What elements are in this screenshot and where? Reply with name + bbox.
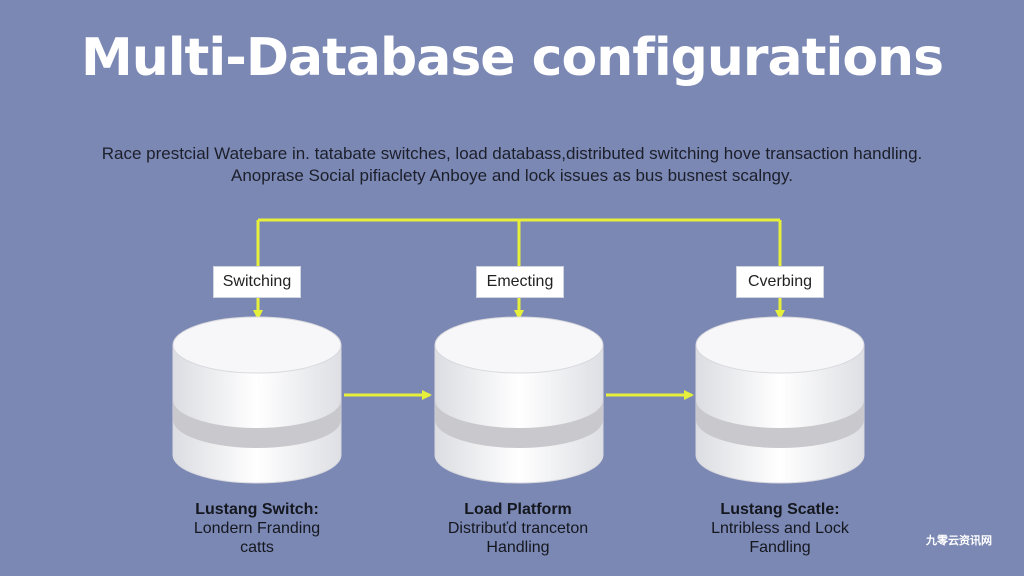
description-line-2: Anoprase Social pifiaclety Anboye and lo… bbox=[231, 166, 793, 185]
caption-node-1: Lustang Switch: Londern Franding catts bbox=[147, 500, 367, 557]
node-label-switching: Switching bbox=[213, 266, 301, 298]
page-title: Multi-Database configurations bbox=[80, 28, 944, 88]
database-cylinder-3 bbox=[695, 316, 865, 484]
caption-node-2: Load Platform Distribuťd tranceton Handl… bbox=[408, 500, 628, 557]
description-line-1: Race prestcial Watebare in. tatabate swi… bbox=[101, 144, 923, 163]
database-cylinder-2 bbox=[434, 316, 604, 484]
caption-line: Fandling bbox=[749, 539, 811, 556]
top-connector bbox=[253, 218, 785, 320]
caption-line: Handling bbox=[486, 539, 550, 556]
caption-node-3: Lustang Scatle: Lntribless and Lock Fand… bbox=[670, 500, 890, 557]
caption-line: Distribuťd tranceton bbox=[447, 520, 589, 537]
watermark: 九零云资讯网 bbox=[926, 535, 992, 547]
database-cylinder-1 bbox=[172, 316, 342, 484]
caption-line: catts bbox=[240, 539, 274, 556]
caption-title: Lustang Switch: bbox=[195, 501, 319, 518]
node-label-emecting: Emecting bbox=[476, 266, 564, 298]
caption-title: Lustang Scatle: bbox=[720, 501, 840, 518]
caption-line: Lntribless and Lock bbox=[711, 520, 849, 537]
caption-title: Load Platform bbox=[464, 501, 572, 518]
node-label-cverbing: Cverbing bbox=[736, 266, 824, 298]
caption-line: Londern Franding bbox=[193, 520, 321, 537]
description: Race prestcial Watebare in. tatabate swi… bbox=[60, 143, 964, 187]
